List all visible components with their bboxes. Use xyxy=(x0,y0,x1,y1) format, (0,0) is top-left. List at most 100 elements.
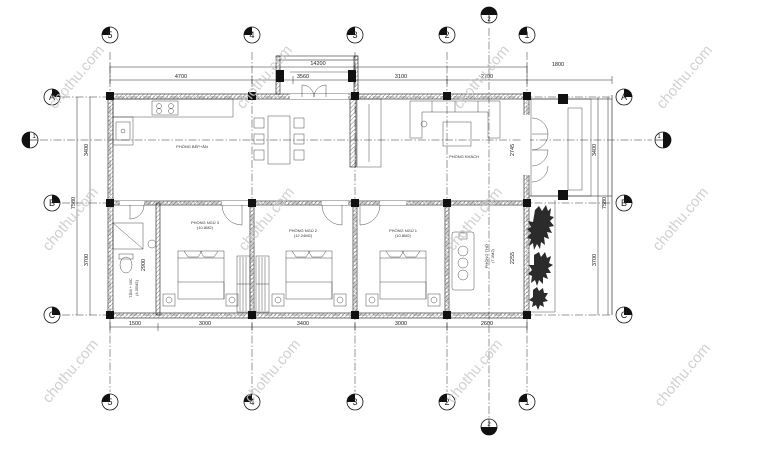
axis-bubble-3-bottom: 3 xyxy=(346,393,364,411)
grid-axis-lines xyxy=(40,28,652,420)
axis-bubble-2-bottom: 2 xyxy=(438,393,456,411)
garden-plants xyxy=(527,205,554,310)
dining-table xyxy=(253,115,305,165)
watermark: chothu.com xyxy=(235,184,298,254)
axis-bubble-c-left: C xyxy=(43,306,61,324)
watermark: chothu.com xyxy=(443,184,506,254)
axis-bubble-4-bottom: 4 xyxy=(243,393,261,411)
axis-bubble-c-right: C xyxy=(615,306,633,324)
axis-bubble-4-top: 4 xyxy=(243,26,261,44)
section-number: 2 xyxy=(487,422,491,428)
room-area-bedroom-2: (12.24M2) xyxy=(294,233,313,238)
dim-total-top: 14200 xyxy=(310,61,325,67)
axis-bubble-a-right: A xyxy=(615,88,633,106)
axis-bubble-3-top: 3 xyxy=(346,26,364,44)
axis-label: B xyxy=(621,198,627,208)
dim-span: 2600 xyxy=(481,321,493,327)
dim-wc: 2900 xyxy=(141,259,147,271)
section-mark-left: 1 xyxy=(21,131,39,149)
axis-bubble-5-top: 5 xyxy=(101,26,119,44)
watermark: chothu.com xyxy=(233,42,296,112)
worship-furniture xyxy=(451,231,475,291)
dim-span: 2745 xyxy=(510,144,516,156)
dim-span: 3000 xyxy=(199,321,211,327)
dim-span: 3700 xyxy=(84,254,90,266)
watermark: chothu.com xyxy=(450,42,513,112)
sink-icon xyxy=(115,121,131,141)
axis-bubbles-bottom: 5 4 3 2 1 xyxy=(101,393,536,411)
room-label-bedroom-1: PHÒNG NGỦ 1 xyxy=(389,228,418,233)
toilet-icon xyxy=(119,256,133,274)
section-mark-bottom: 2 xyxy=(480,418,498,436)
room-area-bedroom-1: (10.8M2) xyxy=(395,233,412,238)
dimensions-bottom: 1500 3000 3400 3000 2600 xyxy=(109,320,528,332)
main-entrance xyxy=(290,71,348,98)
axis-label: A xyxy=(621,92,627,102)
axis-label: 3 xyxy=(352,397,357,407)
dim-span: 2255 xyxy=(510,252,516,264)
dim-span: 2700 xyxy=(481,74,493,80)
dim-span: 3400 xyxy=(592,144,598,156)
section-number: 1 xyxy=(657,134,661,140)
axis-label: 2 xyxy=(444,397,449,407)
living-sofa xyxy=(409,100,501,147)
watermark: chothu.com xyxy=(653,42,716,112)
axis-label: B xyxy=(49,198,55,208)
dimensions-left: 7580 3400 3700 2900 xyxy=(71,97,147,315)
bedroom-3-furniture xyxy=(162,204,251,313)
axis-label: 1 xyxy=(524,397,529,407)
axis-label: 2 xyxy=(444,30,449,40)
axis-label: 4 xyxy=(249,30,254,40)
axis-bubble-2-top: 2 xyxy=(438,26,456,44)
basin-icon xyxy=(147,239,157,249)
room-area-bedroom-3: (10.8M2) xyxy=(197,225,214,230)
axis-label: 4 xyxy=(249,397,254,407)
axis-bubble-b-right: B xyxy=(615,194,633,212)
dim-span: 4700 xyxy=(175,74,187,80)
bedroom-1-furniture xyxy=(359,204,441,307)
dim-span: 1800 xyxy=(552,62,564,68)
room-labels: PHÒNG BẾP+ĂN PHÒNG KHÁCH PHÒNG NGỦ 3 (10… xyxy=(128,144,495,298)
stove-icon xyxy=(151,100,179,116)
dim-span: 3700 xyxy=(592,254,598,266)
room-label-living: PHÒNG KHÁCH xyxy=(449,154,479,159)
axis-bubble-b-left: B xyxy=(43,194,61,212)
coffee-table xyxy=(442,121,472,147)
bedroom-2-furniture xyxy=(255,204,347,313)
axis-bubble-1-top: 1 xyxy=(518,26,536,44)
wc-fixtures xyxy=(112,204,157,274)
section-mark-top: 2 xyxy=(480,6,498,24)
dim-span: 3100 xyxy=(395,74,407,80)
dim-span: 3560 xyxy=(297,74,309,80)
dimensions-top: 14200 4700 3560 3100 2700 1800 xyxy=(109,61,613,84)
axis-label: C xyxy=(49,310,56,320)
watermark: chothu.com xyxy=(45,42,108,112)
room-label-worship: PHÒNG THỜ xyxy=(484,243,489,268)
dim-span: 3400 xyxy=(297,321,309,327)
dimensions-right: 3400 3700 7580 2745 2255 xyxy=(510,97,609,315)
watermark: chothu.com xyxy=(39,184,102,254)
section-number: 2 xyxy=(487,17,491,23)
dim-total-left: 7580 xyxy=(71,197,77,209)
room-area-worship: (7.3M2) xyxy=(490,248,495,262)
room-label-kitchen: PHÒNG BẾP+ĂN xyxy=(176,144,208,149)
watermark: chothu.com xyxy=(39,336,102,406)
axis-label: 3 xyxy=(352,30,357,40)
dim-span: 3000 xyxy=(395,321,407,327)
partition-shelf xyxy=(349,98,382,168)
veranda xyxy=(527,95,613,315)
axis-bubble-5-bottom: 5 xyxy=(101,393,119,411)
section-number: 1 xyxy=(32,134,36,140)
axis-label: 1 xyxy=(524,30,529,40)
dim-span: 1500 xyxy=(129,321,141,327)
axis-label: A xyxy=(49,92,55,102)
watermark: chothu.com xyxy=(649,184,712,254)
axis-label: 5 xyxy=(107,30,112,40)
axis-label: C xyxy=(621,310,628,320)
watermark: chothu.com xyxy=(651,340,714,410)
axis-bubbles-top: 5 4 3 2 1 xyxy=(101,26,536,44)
watermark: chothu.com xyxy=(443,336,506,406)
dim-total-right: 7580 xyxy=(602,197,608,209)
axis-bubble-1-bottom: 1 xyxy=(518,393,536,411)
